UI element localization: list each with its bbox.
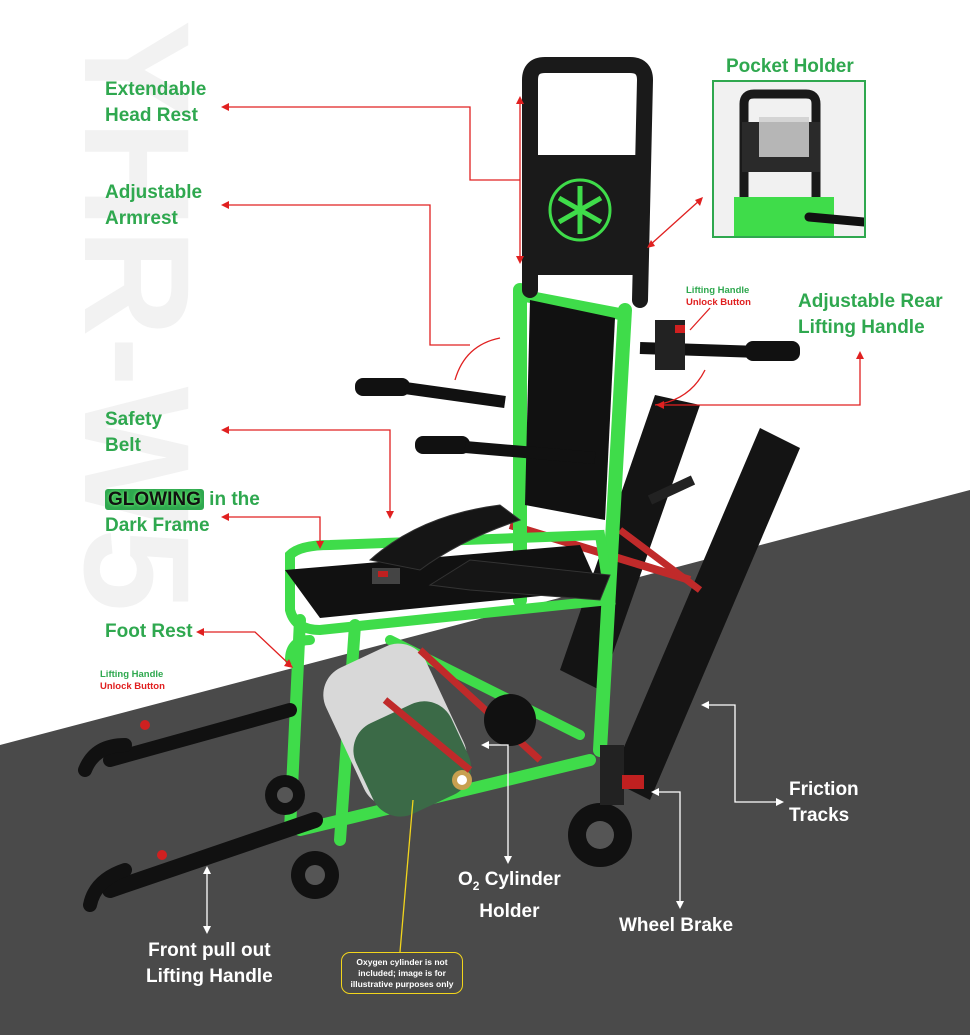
label-adjustable-armrest: Adjustable Armrest [105, 182, 203, 229]
label-front-pull-out-lifting-handle: Front pull out Lifting Handle [146, 940, 273, 987]
label-lifting-handle-unlock-left: Lifting Handle Unlock Button [100, 669, 165, 692]
white-arrow-heads [203, 701, 784, 934]
safety-belt [368, 504, 522, 571]
label-adjustable-rear-lifting-handle: Adjustable Rear Lifting Handle [798, 291, 943, 338]
floor-background [0, 490, 970, 1035]
glowing-word: GLOWING [105, 489, 204, 510]
label-glowing-frame: GLOWING in the Dark Frame [105, 489, 260, 536]
pocket-holder-inset [712, 80, 866, 238]
red-arrow-heads [196, 96, 864, 668]
red-callout-lines [200, 100, 861, 666]
wheels [265, 694, 644, 899]
star-of-life-logo [548, 178, 612, 242]
label-foot-rest: Foot Rest [105, 621, 193, 642]
label-wheel-brake: Wheel Brake [619, 915, 734, 936]
white-callout-lines [206, 704, 780, 930]
armrests [355, 320, 800, 464]
label-lifting-handle-unlock-right: Lifting Handle Unlock Button [686, 285, 751, 308]
label-o2-cylinder-holder: O2 Cylinder Holder [458, 869, 561, 922]
front-pull-out-handles [78, 703, 323, 912]
label-friction-tracks: Friction Tracks [789, 779, 859, 826]
pocket-holder-image [734, 89, 864, 236]
friction-tracks [560, 395, 800, 800]
label-extendable-head-rest: Extendable Head Rest [105, 79, 207, 126]
back-rest [525, 300, 615, 520]
label-pocket-holder: Pocket Holder [726, 56, 854, 77]
watermark-text: YHR-W5 [53, 20, 221, 612]
label-safety-belt: Safety Belt [105, 409, 163, 456]
oxygen-cylinder [323, 643, 472, 817]
oxygen-disclaimer-note: Oxygen cylinder is not included; image i… [341, 952, 463, 994]
